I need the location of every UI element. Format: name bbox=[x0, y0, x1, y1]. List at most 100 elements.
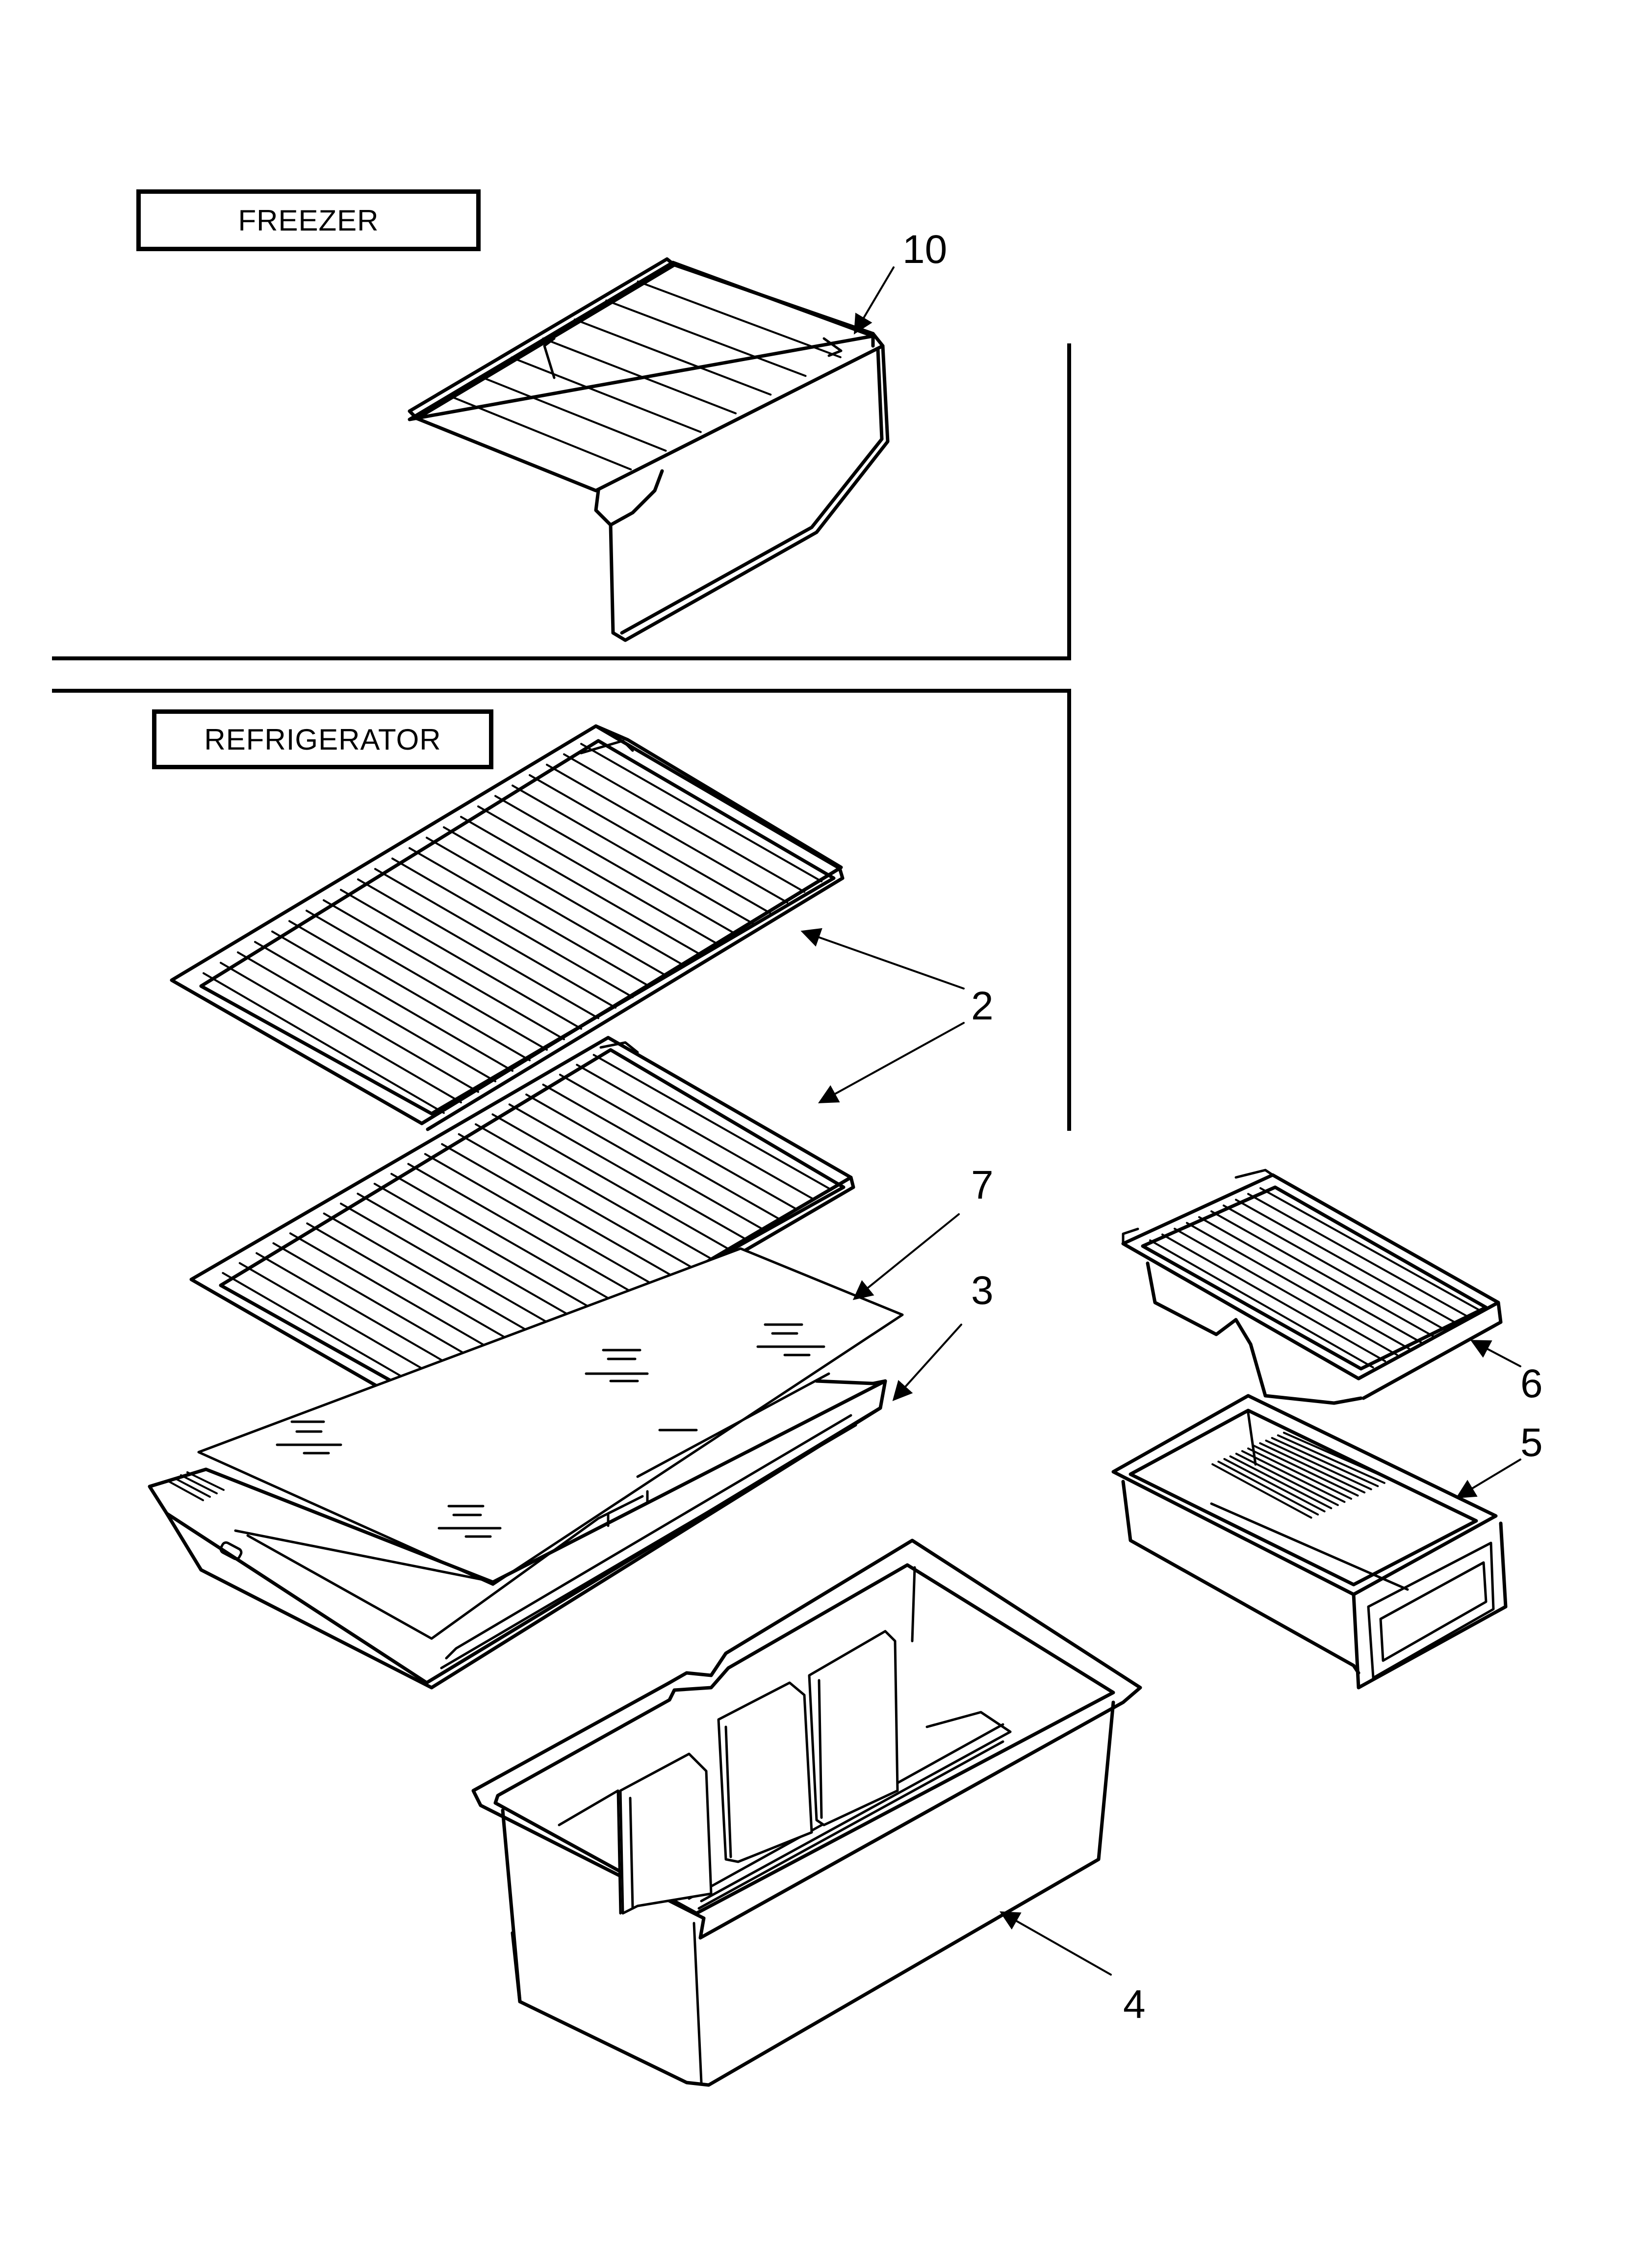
meat-pan-cover-wire bbox=[1186, 1222, 1411, 1350]
meat-pan-cover-wire bbox=[1174, 1227, 1398, 1356]
lower-shelf-wire bbox=[559, 1073, 798, 1211]
lower-shelf-wire bbox=[407, 1163, 645, 1300]
lower-shelf-wire bbox=[458, 1133, 696, 1270]
freezer-label-text: FREEZER bbox=[238, 204, 379, 237]
lower-shelf-wire bbox=[491, 1113, 730, 1251]
upper-shelf-wire bbox=[460, 816, 702, 956]
upper-shelf-wire bbox=[426, 836, 668, 977]
refrigerator-label-text: REFRIGERATOR bbox=[204, 723, 441, 756]
upper-shelf-wire bbox=[512, 784, 754, 925]
callout-7: 7 bbox=[971, 1163, 994, 1207]
freezer-shelf-wire bbox=[447, 394, 632, 470]
callout-2: 2 bbox=[971, 984, 994, 1028]
leader-lines bbox=[800, 266, 1521, 1976]
lower-shelf-wire bbox=[592, 1054, 833, 1191]
upper-shelf-wire bbox=[323, 899, 565, 1041]
meat-pan-rib bbox=[1271, 1437, 1379, 1487]
leader-2-lower bbox=[818, 1022, 965, 1103]
leader-4 bbox=[1000, 1911, 1112, 1976]
refrigerator-wire-shelf-upper bbox=[170, 724, 845, 1131]
callout-3: 3 bbox=[971, 1268, 994, 1313]
lower-shelf-wire bbox=[373, 1182, 611, 1320]
lower-shelf-wire bbox=[475, 1123, 713, 1260]
leader-6 bbox=[1470, 1340, 1521, 1367]
leader-3 bbox=[892, 1324, 962, 1401]
meat-pan-cover-wire bbox=[1223, 1204, 1446, 1331]
lower-shelf-wire bbox=[306, 1222, 542, 1359]
upper-shelf-wire bbox=[563, 753, 805, 893]
crisper-frame bbox=[148, 1372, 887, 1690]
upper-shelf-wire bbox=[580, 743, 822, 883]
upper-shelf-wire bbox=[271, 930, 513, 1072]
crisper-drawer bbox=[471, 1538, 1142, 2087]
meat-pan-cover-wire bbox=[1198, 1216, 1422, 1344]
freezer-shelf-wire bbox=[542, 338, 737, 415]
upper-shelf-wire bbox=[203, 972, 445, 1114]
freezer-section-label: FREEZER bbox=[136, 189, 481, 251]
crisper-control-wire bbox=[180, 1474, 218, 1494]
meat-pan-cover-wire bbox=[1161, 1233, 1386, 1362]
freezer-shelf-wire bbox=[479, 375, 667, 452]
meat-pan-rib bbox=[1235, 1453, 1339, 1506]
meat-pan-drawer bbox=[1111, 1394, 1508, 1690]
freezer-divider bbox=[52, 343, 1071, 660]
upper-shelf-wire bbox=[494, 795, 737, 935]
upper-shelf-wire bbox=[546, 763, 788, 904]
crisper-control-wire bbox=[186, 1471, 225, 1491]
meat-pan-rib bbox=[1211, 1463, 1312, 1519]
meat-pan-rib bbox=[1259, 1442, 1366, 1494]
meat-pan-cover-wire bbox=[1235, 1199, 1459, 1325]
callout-10: 10 bbox=[902, 227, 948, 272]
meat-pan-rib bbox=[1283, 1432, 1392, 1481]
freezer-shelf-wire bbox=[637, 280, 842, 359]
meat-pan-cover-wire bbox=[1210, 1210, 1435, 1337]
upper-shelf-wire bbox=[220, 962, 462, 1104]
upper-shelf-wire bbox=[306, 910, 548, 1051]
lower-shelf-wire bbox=[323, 1212, 560, 1350]
leader-5 bbox=[1456, 1459, 1521, 1499]
callout-6: 6 bbox=[1520, 1361, 1543, 1406]
upper-shelf-wire bbox=[288, 920, 531, 1062]
upper-shelf-wire bbox=[443, 826, 685, 967]
lower-shelf-wire bbox=[542, 1083, 781, 1221]
lower-shelf-wire bbox=[525, 1094, 765, 1231]
meat-pan-cover bbox=[1121, 1169, 1503, 1405]
freezer-shelf-wire bbox=[605, 299, 807, 377]
lower-shelf-wire bbox=[357, 1193, 594, 1330]
meat-pan-rib bbox=[1217, 1460, 1319, 1516]
refrigerator-section-label: REFRIGERATOR bbox=[152, 709, 493, 769]
meat-pan-rib bbox=[1253, 1445, 1359, 1497]
lower-shelf-wire bbox=[340, 1202, 577, 1340]
upper-shelf-wire bbox=[374, 868, 616, 1009]
freezer-shelf-wire bbox=[511, 356, 702, 433]
lower-shelf-wire bbox=[390, 1173, 628, 1310]
upper-shelf-wire bbox=[340, 888, 582, 1030]
upper-shelf-wire bbox=[409, 847, 651, 988]
leader-2-upper bbox=[800, 928, 965, 990]
lower-shelf-wire bbox=[441, 1143, 679, 1280]
meat-pan-rib bbox=[1241, 1450, 1346, 1503]
crisper-control-wire bbox=[174, 1477, 211, 1498]
meat-pan-rib bbox=[1223, 1458, 1326, 1512]
upper-shelf-wire bbox=[391, 858, 634, 998]
freezer-shelf-wire bbox=[573, 318, 772, 396]
lower-shelf-wire bbox=[424, 1153, 662, 1290]
callout-5: 5 bbox=[1520, 1420, 1543, 1465]
crisper-control-wire bbox=[167, 1480, 204, 1501]
lower-shelf-wire bbox=[576, 1064, 816, 1201]
upper-shelf-wire bbox=[477, 805, 719, 946]
meat-pan-cover-wire bbox=[1149, 1239, 1374, 1369]
meat-pan-cover-wire bbox=[1247, 1193, 1470, 1319]
callout-4: 4 bbox=[1123, 1982, 1146, 2027]
leader-10 bbox=[853, 266, 895, 335]
freezer-wire-shelf bbox=[408, 257, 890, 642]
meat-pan-rib bbox=[1229, 1455, 1333, 1510]
upper-shelf-wire bbox=[254, 941, 496, 1083]
meat-pan-rib bbox=[1277, 1434, 1385, 1484]
meat-pan-rib bbox=[1247, 1447, 1352, 1500]
meat-pan-rib bbox=[1265, 1439, 1372, 1490]
lower-shelf-wire bbox=[508, 1103, 747, 1241]
meat-pan-cover-wire bbox=[1259, 1187, 1483, 1312]
upper-shelf-wire bbox=[237, 951, 479, 1093]
